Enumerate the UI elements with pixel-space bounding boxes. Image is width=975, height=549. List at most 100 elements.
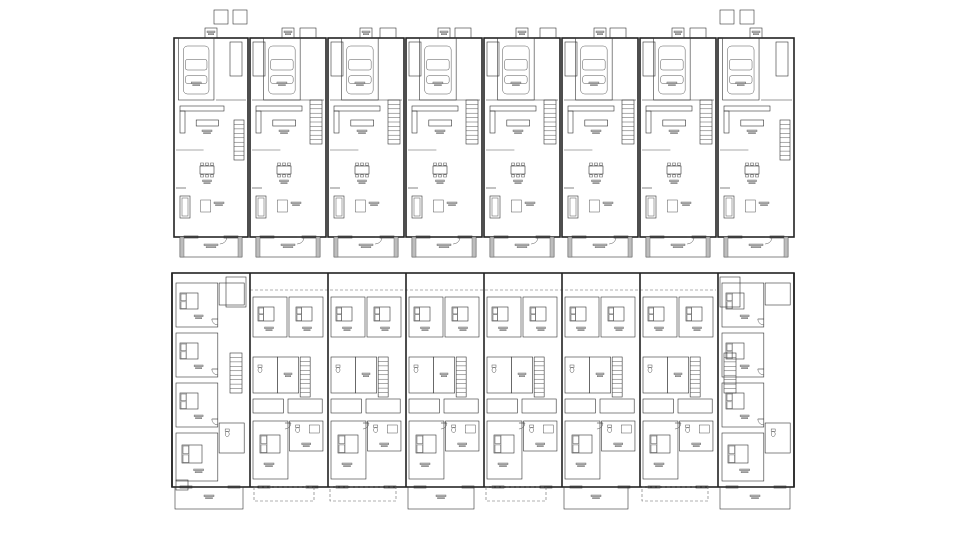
room-label [590,494,602,499]
room-label [193,314,204,319]
room-label [263,462,275,467]
bed-frame [257,306,275,322]
coffee-table [667,199,678,213]
room-label [513,179,523,184]
table-top [432,165,448,175]
room-label-line [356,129,368,132]
stair-outline [689,356,701,398]
door-arc [757,418,764,426]
utility-room [229,41,243,77]
bedroom-door [211,368,218,376]
car-body [268,45,296,95]
room-label-line [436,132,444,134]
room-label-line [439,30,449,33]
bedroom [721,382,765,428]
bed-frame [179,292,199,310]
room-label [602,201,614,206]
room-label [361,372,371,377]
room-label-line [668,129,680,132]
room-label [653,462,665,467]
bed-frame [451,306,469,322]
kitchen-counter [255,105,303,112]
patio-planter [489,236,495,258]
room-label-line [193,468,204,471]
bedroom-door [211,318,218,326]
room-label [668,129,680,134]
pillow [338,435,345,444]
closet [764,282,791,306]
chair [210,174,214,178]
bedroom [175,332,219,378]
car-body [424,45,452,95]
kitchen-counter [179,110,186,134]
car-windshield [660,59,684,71]
sofa-base [255,195,267,219]
pillow [260,444,267,453]
bed-frame [569,306,587,322]
stair-run [533,356,545,398]
stair-outline [299,356,311,398]
toilet-bowl [569,367,575,373]
table-top [276,165,292,175]
bed [725,342,745,360]
dining-table [588,162,604,178]
bed-frame [415,434,437,454]
room-label [202,179,212,184]
toilet [529,424,534,433]
room-label-line [441,33,448,35]
patio-planter [627,236,633,258]
bedroom [252,296,288,338]
room-label [746,129,758,134]
room-label [595,30,605,35]
car-outline [727,45,755,95]
room-label [193,364,204,369]
corner-closet [719,276,741,308]
pillow [650,444,657,453]
toilet-bowl [491,367,497,373]
stair-run [387,99,401,145]
toilet-bowl [373,427,378,433]
toilet [569,364,575,373]
room-label-line [669,179,679,182]
room-label-line [213,201,225,204]
room-label-line [654,326,664,329]
hallway [433,356,455,394]
kitchen-counter [255,110,262,134]
laundry [486,398,518,414]
room-label [361,30,371,35]
toilet [295,424,300,433]
room-label-line [591,179,601,182]
sofa [723,195,735,219]
chair [360,162,364,166]
stair-run [611,356,623,398]
bedroom [366,296,402,338]
bedroom [330,296,366,338]
room-label [458,326,468,331]
room-label-line [292,204,300,206]
car-body [658,45,686,95]
walk-in-closet [365,398,401,414]
room-label-line [434,84,442,86]
room-label-line [594,246,606,248]
room-label [535,442,545,447]
bed-frame [571,434,593,454]
pillow [182,454,189,463]
room-label [432,81,444,86]
room-label-line [760,204,768,206]
room-label-line [536,445,544,447]
room-label-line [354,81,366,84]
pillow [728,454,735,463]
stair-run [377,356,389,398]
primary-bath [601,420,636,452]
bedroom-door [757,368,764,376]
bed-frame [725,342,745,360]
toilet [770,428,776,437]
car-windshield [729,59,753,71]
coffee-table [589,199,600,213]
room-label-line [358,182,366,184]
room-label-line [192,84,200,86]
room-label-line [438,246,450,248]
chair [365,162,369,166]
upper-unit [249,273,324,489]
toilet-bowl [607,427,612,433]
